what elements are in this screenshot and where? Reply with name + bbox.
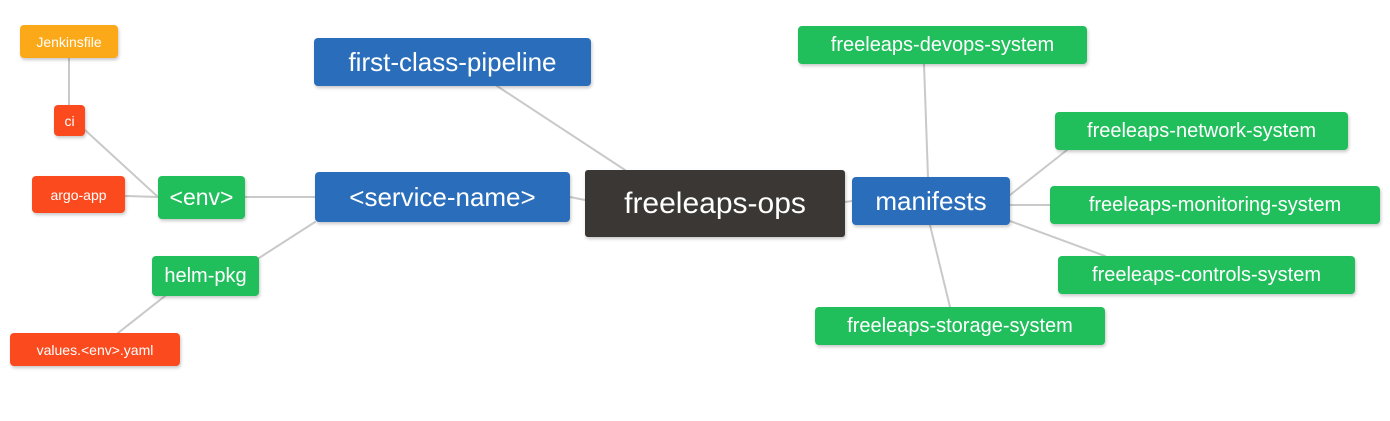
node-ci[interactable]: ci [54,105,85,136]
edge-pipeline-to-freeleaps-ops [496,85,626,171]
node-argo-app[interactable]: argo-app [32,176,125,213]
node-monitoring[interactable]: freeleaps-monitoring-system [1050,186,1380,224]
edge-freeleaps-ops-to-manifests [844,200,853,203]
node-env[interactable]: <env> [158,176,245,219]
node-network[interactable]: freeleaps-network-system [1055,112,1348,150]
node-controls[interactable]: freeleaps-controls-system [1058,256,1355,294]
edge-manifests-to-storage [929,224,951,308]
node-storage[interactable]: freeleaps-storage-system [815,307,1105,345]
node-freeleaps-ops[interactable]: freeleaps-ops [585,170,845,237]
edge-manifests-to-devops [923,63,929,178]
node-helm-pkg[interactable]: helm-pkg [152,256,259,296]
edge-manifests-to-controls [1009,220,1106,257]
node-service-name[interactable]: <service-name> [315,172,570,222]
edge-service-name-to-helm-pkg [258,221,316,259]
node-pipeline[interactable]: first-class-pipeline [314,38,591,86]
edge-service-name-to-freeleaps-ops [569,196,586,201]
node-values-yaml[interactable]: values.<env>.yaml [10,333,180,366]
edge-helm-pkg-to-values-yaml [117,295,166,334]
node-jenkinsfile[interactable]: Jenkinsfile [20,25,118,58]
node-devops[interactable]: freeleaps-devops-system [798,26,1087,64]
node-manifests[interactable]: manifests [852,177,1010,225]
edge-argo-app-to-env [124,195,159,198]
